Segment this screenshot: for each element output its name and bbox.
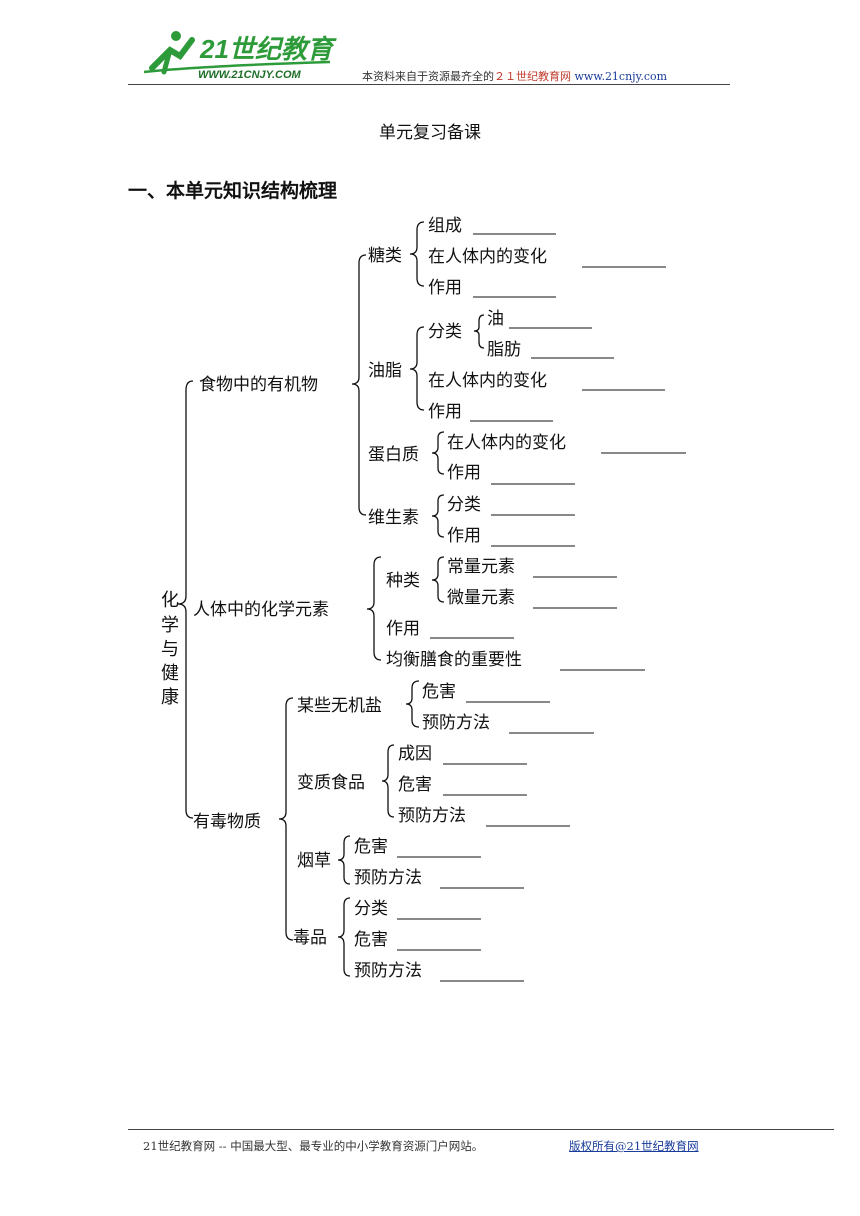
leaf-sugar-change: 在人体内的变化 [428,247,547,267]
leaf-drug-class: 分类 [354,899,388,919]
root-brace [177,380,194,819]
leaf-fat-fat: 脂肪 [487,340,521,360]
vitamin-brace [431,494,445,538]
leaf-tobacco-harm: 危害 [354,837,388,857]
salt-brace [405,680,420,728]
leaf-fat-function: 作用 [428,402,462,422]
kind-brace [431,556,445,603]
leaf-element-function: 作用 [386,619,420,639]
leaf-vitamin-function: 作用 [447,526,481,546]
leaf-salt-prevent: 预防方法 [422,713,490,733]
page-title: 单元复习备课 [379,123,481,143]
leaf-major-element: 常量元素 [447,557,515,577]
leaf-sugar-function: 作用 [428,278,462,298]
root-char-3: 与 [161,639,179,660]
food-brace [351,254,367,516]
root-char-5: 康 [161,687,179,708]
root-char-2: 学 [161,615,179,636]
node-fat: 油脂 [368,361,402,381]
header-note-url[interactable]: www.21cnjy.com [574,70,668,83]
site-logo: 21世纪教育 WWW.21CNJY.COM [143,31,337,81]
root-label: 化 学 与 健 康 [161,590,179,708]
leaf-protein-change: 在人体内的变化 [447,433,566,453]
leaf-spoil-cause: 成因 [398,744,432,764]
fat-class-brace [473,314,485,349]
header-note: 本资料来自于资源最齐全的２１世纪教育网 www.21cnjy.com [362,68,667,84]
header-note-brand[interactable]: ２１世纪教育网 [494,70,571,83]
knowledge-tree: 化 学 与 健 康 食物中的有机物 人体中的化学元素 有毒物质 糖类 组成 在人… [161,216,686,982]
node-element: 人体中的化学元素 [193,600,329,620]
leaf-vitamin-class: 分类 [447,495,481,515]
root-char-1: 化 [161,590,179,611]
header-note-prefix: 本资料来自于资源最齐全的 [362,70,494,83]
footer-text: 21世纪教育网 -- 中国最大型、最专业的中小学教育资源门户网站。 [143,1139,484,1153]
tobacco-brace [337,835,351,885]
node-vitamin: 维生素 [368,508,419,528]
node-drug: 毒品 [293,928,327,948]
footer-rule [128,1129,834,1130]
leaf-tobacco-prevent: 预防方法 [354,868,422,888]
element-brace [366,556,382,661]
header-rule [128,84,730,85]
node-toxic: 有毒物质 [193,812,261,832]
leaf-sugar-composition: 组成 [428,216,462,236]
node-protein: 蛋白质 [368,445,419,465]
node-spoiled: 变质食品 [297,773,365,793]
protein-brace [431,431,445,475]
leaf-trace-element: 微量元素 [447,588,515,608]
tree-braces [177,221,485,977]
leaf-salt-harm: 危害 [422,682,456,702]
node-tobacco: 烟草 [297,851,331,871]
leaf-drug-prevent: 预防方法 [354,961,422,981]
node-fat-class: 分类 [428,322,462,342]
sugar-brace [409,221,425,287]
leaf-protein-function: 作用 [447,463,481,483]
node-kind: 种类 [386,571,420,591]
node-salt: 某些无机盐 [297,696,382,716]
drug-brace [337,897,351,977]
leaf-fat-change: 在人体内的变化 [428,371,547,391]
logo-text: 21世纪教育 [199,34,337,64]
node-food: 食物中的有机物 [199,375,318,395]
node-sugar: 糖类 [368,246,402,266]
logo-url: WWW.21CNJY.COM [198,69,302,81]
root-char-4: 健 [161,663,179,684]
leaf-balanced-diet: 均衡膳食的重要性 [386,650,522,670]
section-heading: 一、本单元知识结构梳理 [128,180,338,202]
leaf-fat-oil: 油 [487,309,504,329]
leaf-spoil-harm: 危害 [398,775,432,795]
spoil-brace [381,744,395,818]
toxic-brace [278,697,294,941]
leaf-spoil-prevent: 预防方法 [398,806,466,826]
leaf-drug-harm: 危害 [354,930,388,950]
fat-brace [409,326,425,411]
answer-blanks [397,233,686,982]
footer-copyright-link[interactable]: 版权所有@21世纪教育网 [569,1139,699,1153]
